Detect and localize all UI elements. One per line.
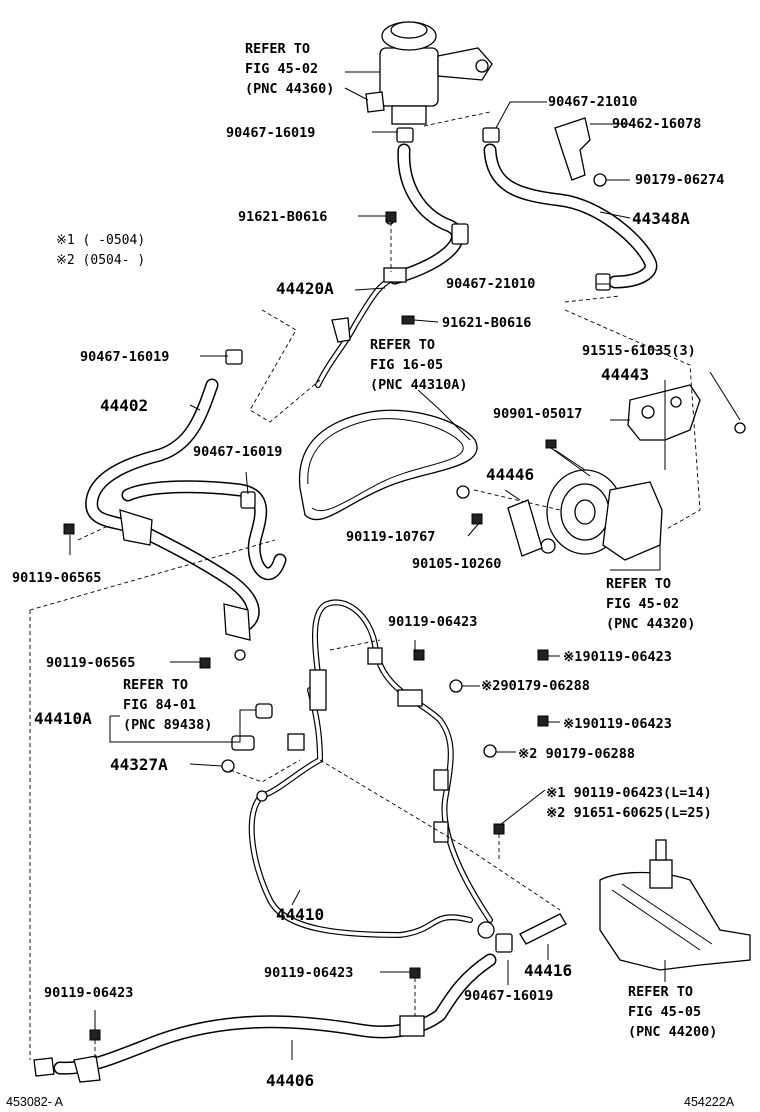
label-90467-16019-b: 90467-16019 [80,349,169,365]
label-44416: 44416 [524,961,572,980]
label-90901-05017: 90901-05017 [493,406,582,422]
pump-bracket-44443 [627,384,746,441]
pressure-hose-44402 [85,349,287,661]
label-44402: 44402 [100,396,148,415]
svg-text:(PNC 89438): (PNC 89438) [123,717,212,733]
vane-pump [507,449,663,561]
label-90467-16019-d: 90467-16019 [464,988,553,1004]
label-44420A: 44420A [276,279,334,298]
note-2: ※2 (0504- ) [56,253,145,268]
svg-text:FIG 45-02: FIG 45-02 [245,61,318,77]
svg-text:(PNC 44200): (PNC 44200) [628,1024,717,1040]
label-x2-90179-06288-b: ※2 90179-06288 [518,746,635,762]
figure-code-left: 453082- A [6,1095,64,1109]
label-90179-06274: 90179-06274 [635,172,724,188]
supply-hose-44420A [315,127,469,388]
svg-text:FIG 16-05: FIG 16-05 [370,357,443,373]
label-90119-06565-a: 90119-06565 [12,570,101,586]
label-44446: 44446 [486,465,534,484]
label-90105-10260: 90105-10260 [412,556,501,572]
label-91621-B0616-a: 91621-B0616 [238,209,327,225]
label-90462-16078: 90462-16078 [612,116,701,132]
return-hose-44348A [482,127,658,291]
pressure-switch-44410A [221,703,273,773]
pressure-tube-44410 [248,599,495,939]
label-91621-B0616-b: 91621-B0616 [442,315,531,331]
bracket-90462 [554,117,607,187]
label-x1-90119-06423-L14: ※1 90119-06423(L=14) [546,785,712,801]
label-refer-fig-45-05: REFER TO FIG 45-05 (PNC 44200) [628,984,717,1040]
note-1: ※1 ( -0504) [56,233,145,248]
svg-text:(PNC 44320): (PNC 44320) [606,616,695,632]
label-refer-fig-84-01: REFER TO FIG 84-01 (PNC 89438) [123,677,212,733]
label-91515-61035: 91515-61035(3) [582,343,696,359]
label-refer-fig-45-02-top: REFER TO FIG 45-02 (PNC 44360) [245,41,334,97]
svg-text:FIG 45-02: FIG 45-02 [606,596,679,612]
union-44416 [495,913,567,953]
figure-code-right: 454222A [684,1095,735,1109]
leader-lines [29,71,741,1060]
drive-belt [298,409,478,521]
label-44348A: 44348A [632,209,690,228]
svg-text:FIG 84-01: FIG 84-01 [123,697,196,713]
label-44443: 44443 [601,365,649,384]
return-tube-44406 [33,953,497,1083]
label-90467-16019-c: 90467-16019 [193,444,282,460]
steering-gear [599,839,751,971]
small-fasteners [63,211,591,1041]
label-90467-21010-b: 90467-21010 [446,276,535,292]
label-refer-fig-16-05: REFER TO FIG 16-05 (PNC 44310A) [370,337,468,393]
label-90119-10767: 90119-10767 [346,529,435,545]
label-44410: 44410 [276,905,324,924]
label-44410A: 44410A [34,709,92,728]
reservoir-tank [365,21,493,125]
label-90119-06565-b: 90119-06565 [46,655,135,671]
label-90467-21010-a: 90467-21010 [548,94,637,110]
label-x2-91651-60625-L25: ※2 91651-60625(L=25) [546,805,712,821]
svg-text:(PNC 44310A): (PNC 44310A) [370,377,468,393]
label-x1-90119-06423-a: ※190119-06423 [563,649,672,665]
svg-text:REFER TO: REFER TO [628,984,693,1000]
svg-text:FIG 45-05: FIG 45-05 [628,1004,701,1020]
svg-text:REFER TO: REFER TO [123,677,188,693]
label-44327A: 44327A [110,755,168,774]
svg-text:REFER TO: REFER TO [245,41,310,57]
svg-text:(PNC 44360): (PNC 44360) [245,81,334,97]
label-90119-06423-c: 90119-06423 [264,965,353,981]
label-44406: 44406 [266,1071,314,1090]
label-x1-90119-06423-b: ※190119-06423 [563,716,672,732]
svg-text:REFER TO: REFER TO [606,576,671,592]
label-90467-16019-a: 90467-16019 [226,125,315,141]
label-90119-06423-a: 90119-06423 [388,614,477,630]
label-refer-fig-45-02-pump: REFER TO FIG 45-02 (PNC 44320) [606,576,695,632]
svg-text:REFER TO: REFER TO [370,337,435,353]
label-90119-06423-d: 90119-06423 [44,985,133,1001]
label-x2-90179-06288-a: ※290179-06288 [481,678,590,694]
